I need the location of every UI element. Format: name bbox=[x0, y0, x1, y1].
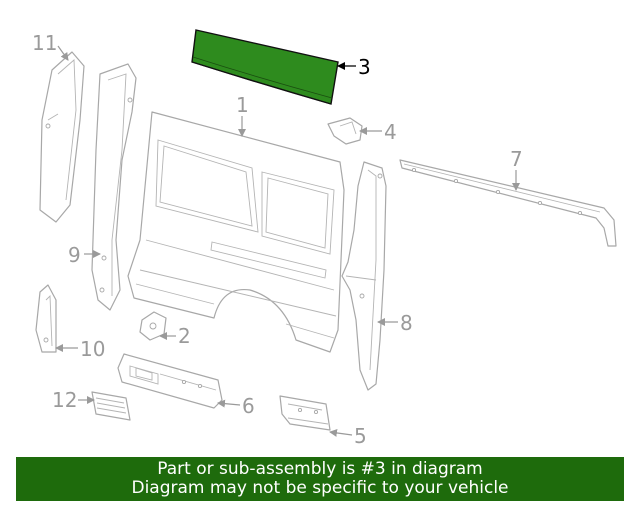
svg-text:3: 3 bbox=[358, 55, 371, 79]
svg-text:6: 6 bbox=[242, 394, 255, 418]
svg-text:4: 4 bbox=[384, 120, 397, 144]
callout-12: 12 bbox=[52, 388, 95, 412]
callout-8: 8 bbox=[377, 311, 413, 335]
part-8-b-pillar[interactable] bbox=[341, 161, 387, 391]
part-1-side-panel[interactable] bbox=[127, 111, 345, 353]
part-4-bracket[interactable] bbox=[327, 117, 363, 145]
svg-text:8: 8 bbox=[400, 311, 413, 335]
part-5-lower-bracket[interactable] bbox=[279, 395, 331, 431]
svg-text:10: 10 bbox=[80, 337, 105, 361]
part-12-grille[interactable] bbox=[91, 391, 131, 421]
callout-3: 3 bbox=[337, 55, 371, 79]
banner-line-2: Diagram may not be specific to your vehi… bbox=[131, 478, 509, 498]
callout-11: 11 bbox=[32, 31, 69, 61]
callout-10: 10 bbox=[55, 337, 105, 361]
svg-text:1: 1 bbox=[236, 93, 249, 117]
callout-6: 6 bbox=[217, 394, 255, 418]
callout-5: 5 bbox=[329, 424, 367, 448]
callout-1: 1 bbox=[236, 93, 249, 137]
info-banner: Part or sub-assembly is #3 in diagram Di… bbox=[16, 457, 624, 501]
svg-text:7: 7 bbox=[510, 147, 523, 171]
svg-text:5: 5 bbox=[354, 424, 367, 448]
svg-text:12: 12 bbox=[52, 388, 77, 412]
part-11-pillar-outer[interactable] bbox=[39, 51, 85, 223]
part-10-bracket[interactable] bbox=[35, 284, 57, 353]
callout-9: 9 bbox=[68, 243, 101, 267]
part-9-pillar-inner[interactable] bbox=[91, 63, 137, 311]
part-7-roof-rail[interactable] bbox=[399, 159, 617, 247]
svg-text:2: 2 bbox=[178, 324, 191, 348]
part-3-upper-panel[interactable] bbox=[191, 29, 339, 105]
part-6-sill[interactable] bbox=[117, 353, 223, 409]
callout-7: 7 bbox=[510, 147, 523, 191]
parts-diagram: 1 2 3 4 5 6 7 8 9 10 11 12 bbox=[32, 29, 617, 448]
banner-line-1: Part or sub-assembly is #3 in diagram bbox=[157, 459, 483, 479]
callout-2: 2 bbox=[159, 324, 191, 348]
svg-text:11: 11 bbox=[32, 31, 57, 55]
callout-4: 4 bbox=[359, 120, 397, 144]
svg-text:9: 9 bbox=[68, 243, 81, 267]
